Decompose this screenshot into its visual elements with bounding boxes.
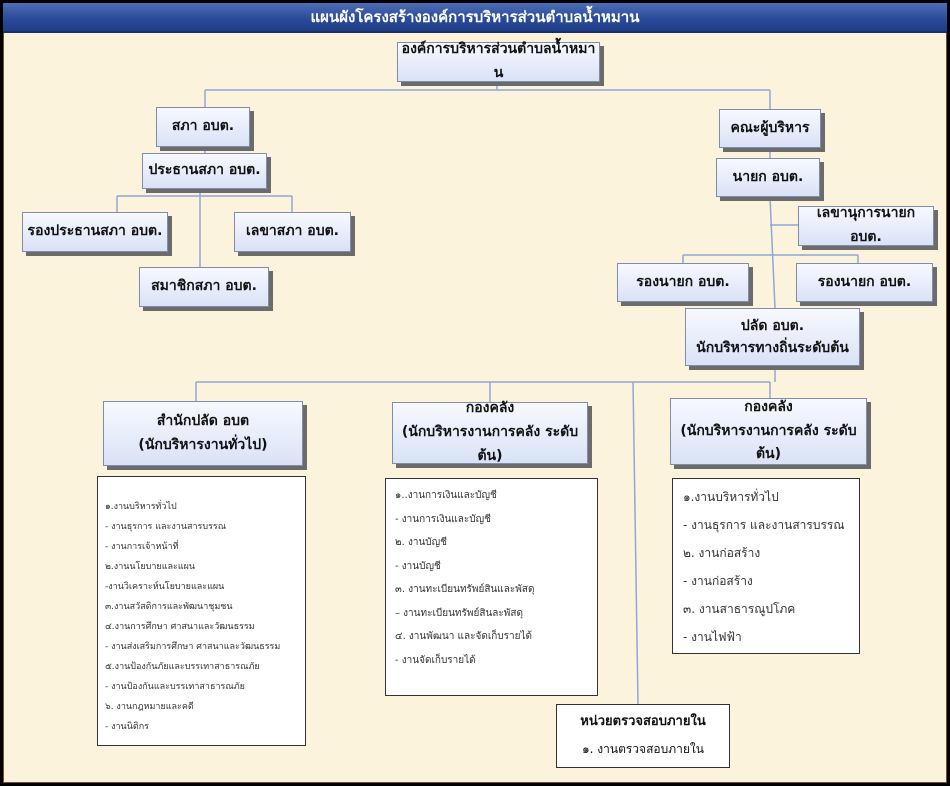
council-member-box: สมาชิกสภา อบต. bbox=[139, 267, 269, 307]
task-item: - งานนิติกร bbox=[105, 722, 149, 732]
division-finance-task-list: ๑..งานการเงินและบัญชี - งานการเงินและบัญ… bbox=[385, 478, 598, 696]
diagram-title: แผนผังโครงสร้างองค์การบริหารส่วนตำบลน้ำห… bbox=[3, 3, 947, 33]
council-chair-label: ประธานสภา อบต. bbox=[148, 162, 261, 179]
division-office-subtitle: (นักบริหารงานทั่วไป) bbox=[138, 436, 268, 453]
task-item: - งานป้องกันและบรรเทาสาธารณภัย bbox=[105, 682, 245, 692]
council-secretary-label: เลขาสภา อบต. bbox=[245, 223, 339, 240]
task-item: - งานส่งเสริมการศึกษา ศาสนาและวัฒนธรรม bbox=[105, 642, 281, 652]
task-item: ๓. งานสาธารณูปโภค bbox=[683, 602, 796, 616]
task-item: - งานการเจ้าหน้าที่ bbox=[105, 542, 179, 552]
council-secretary-box: เลขาสภา อบต. bbox=[234, 212, 351, 252]
mayor-secretary-box: เลขานุการนายก อบต. bbox=[798, 205, 934, 246]
council-member-label: สมาชิกสภา อบต. bbox=[151, 278, 257, 295]
task-item: ๒.งานนโยบายและแผน bbox=[105, 562, 196, 572]
task-item: - งานไฟฟ้า bbox=[683, 630, 742, 644]
council-chair-box: ประธานสภา อบต. bbox=[142, 153, 267, 189]
root-box: องค์การบริหารส่วนตำบลน้ำหมาน bbox=[397, 41, 600, 82]
internal-audit-item: ๑. งานตรวจสอบภายใน bbox=[582, 742, 704, 756]
task-item: ๕.งานป้องกันภัยและบรรเทาสาธารณภัย bbox=[105, 662, 260, 672]
task-item: - งานจัดเก็บรายได้ bbox=[395, 654, 476, 666]
task-item: ๒. งานบัญชี bbox=[395, 537, 447, 548]
task-item: ๔. งานพัฒนา และจัดเก็บรายได้ bbox=[395, 631, 533, 642]
task-item: -งานวิเคราะห์นโยบายและแผน bbox=[105, 582, 225, 592]
task-item: - งานธุรการ และงานสารบรรณ bbox=[683, 518, 845, 532]
division-office-title: สำนักปลัด อบต bbox=[156, 412, 250, 429]
clerk-box: ปลัด อบต. นักบริหารทางถิ่นระดับต้น bbox=[685, 308, 860, 366]
task-item: ๓.งานสวัสดิการและพัฒนาชุมชน bbox=[105, 602, 233, 612]
division-finance-box: กองคลัง (นักบริหารงานการคลัง ระดับต้น) bbox=[392, 400, 588, 464]
division-works-box: กองคลัง (นักบริหารงานการคลัง ระดับต้น) bbox=[670, 398, 867, 465]
task-item: ๑.งานบริหารทั่วไป bbox=[105, 502, 177, 512]
executive-board-box: คณะผู้บริหาร bbox=[719, 109, 821, 148]
division-finance-title: กองคลัง bbox=[465, 400, 515, 417]
division-works-task-list: ๑.งานบริหารทั่วไป - งานธุรการ และงานสารบ… bbox=[672, 478, 860, 654]
task-item: ๑.งานบริหารทั่วไป bbox=[683, 490, 779, 504]
task-item: ๓. งานทะเบียนทรัพย์สินและพัสดุ bbox=[395, 584, 535, 595]
vice-chair-label: รองประธานสภา อบต. bbox=[27, 223, 163, 240]
division-works-subtitle: (นักบริหารงานการคลัง ระดับต้น) bbox=[680, 422, 857, 463]
task-item: – งานทะเบียนทรัพย์สินละพัสดุ bbox=[395, 607, 523, 619]
division-office-box: สำนักปลัด อบต (นักบริหารงานทั่วไป) bbox=[103, 401, 303, 466]
task-item: - งานธุรการ และงานสารบรรณ bbox=[105, 522, 227, 532]
division-finance-subtitle: (นักบริหารงานการคลัง ระดับต้น) bbox=[401, 424, 579, 464]
council-box: สภา อบต. bbox=[156, 107, 250, 147]
task-item: - งานก่อสร้าง bbox=[683, 574, 753, 588]
deputy-mayor-right-box: รองนายก อบต. bbox=[796, 263, 933, 302]
task-item: ๔.งานการศึกษา ศาสนาและวัฒนธรรม bbox=[105, 622, 255, 632]
internal-audit-title: หน่วยตรวจสอบภายใน bbox=[580, 714, 706, 729]
mayor-box: นายก อบต. bbox=[716, 158, 820, 197]
root-label: องค์การบริหารส่วนตำบลน้ำหมาน bbox=[401, 41, 596, 81]
task-item: - งานบัญชี bbox=[395, 560, 441, 572]
internal-audit-box: หน่วยตรวจสอบภายใน ๑. งานตรวจสอบภายใน bbox=[556, 704, 730, 768]
vice-chair-box: รองประธานสภา อบต. bbox=[22, 212, 168, 252]
clerk-level: นักบริหารทางถิ่นระดับต้น bbox=[696, 340, 849, 356]
mayor-label: นายก อบต. bbox=[732, 168, 804, 185]
division-works-title: กองคลัง bbox=[744, 398, 793, 415]
task-item: ๖. งานกฎหมายและคดี bbox=[105, 702, 194, 712]
deputy-mayor-right-label: รองนายก อบต. bbox=[817, 273, 912, 290]
division-office-task-list: ๑.งานบริหารทั่วไป - งานธุรการ และงานสารบ… bbox=[97, 476, 306, 746]
deputy-mayor-left-label: รองนายก อบต. bbox=[636, 273, 730, 290]
mayor-secretary-label: เลขานุการนายก อบต. bbox=[816, 205, 916, 245]
task-item: ๒. งานก่อสร้าง bbox=[683, 546, 761, 560]
executive-board-label: คณะผู้บริหาร bbox=[730, 119, 810, 136]
council-label: สภา อบต. bbox=[171, 118, 235, 135]
task-item: ๑..งานการเงินและบัญชี bbox=[395, 490, 497, 501]
deputy-mayor-left-box: รองนายก อบต. bbox=[617, 263, 749, 302]
task-item: - งานการเงินและบัญชี bbox=[395, 513, 491, 525]
clerk-title: ปลัด อบต. bbox=[740, 317, 805, 334]
